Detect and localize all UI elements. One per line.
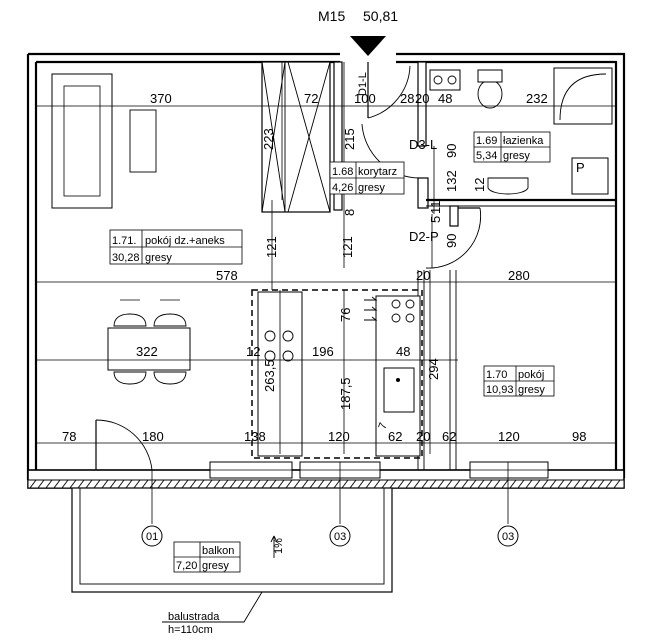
bath-area: 5,34 [476,150,497,162]
balcony-area: 7,20 [176,560,197,572]
balcony-floor: gresy [202,560,229,572]
dim-20c: 20 [416,429,430,444]
entrance-door [367,62,411,119]
dim-76: 76 [338,308,353,322]
dim-12a: 12 [472,178,487,192]
bath-name: łazienka [503,135,544,147]
dim-78: 78 [62,429,76,444]
balcony-name: balkon [202,545,234,557]
dim-121a: 121 [264,236,279,258]
room-floor: gresy [518,384,545,396]
axis-markers: 01 03 03 [141,462,519,547]
dim-120b: 120 [498,429,520,444]
hall-name: korytarz [358,166,397,178]
dim-62b: 62 [442,429,456,444]
wardrobe [261,61,331,213]
living-floor: gresy [145,252,172,264]
railing-line2: h=110cm [168,624,213,636]
dim-48a: 48 [438,91,452,106]
dim-5: 5 [428,216,443,223]
dim-322: 322 [136,344,158,359]
sofa [51,73,157,209]
hall-floor: gresy [358,182,385,194]
dim-8: 8 [342,209,357,216]
hall-number: 1.68 [332,166,353,178]
meter-label: P [576,160,585,175]
dim-20a: 20 [415,91,429,106]
dim-223: 223 [261,128,276,150]
dim-196: 196 [312,344,334,359]
dim-20b: 20 [416,268,430,283]
room-name: pokój [518,369,544,381]
dim-120a: 120 [328,429,350,444]
bath-number: 1.69 [476,135,497,147]
dim-90b: 90 [444,234,459,248]
door-d2-label: D2-P [409,229,439,244]
dim-280: 280 [508,268,530,283]
dim-7: 7 [377,421,390,431]
door-d1-label: D1-L [357,72,369,96]
dim-138: 138 [244,429,266,444]
bathroom-fixtures: P [429,67,613,195]
axis-01: 01 [146,531,158,543]
living-number: 1.71. [112,235,136,247]
dim-28: 28 [400,91,414,106]
balcony-door [95,419,153,471]
dim-132: 132 [444,170,459,192]
railing-note: balustrada h=110cm [162,591,263,636]
dim-48b: 48 [396,344,410,359]
living-area: 30,28 [112,252,140,264]
room-bath: 1.69 łazienka 5,34 gresy [473,131,551,163]
dim-187: 187,5 [338,377,353,410]
dim-100: 100 [354,91,376,106]
dim-11: 11 [428,201,443,215]
door-d2 [425,207,482,269]
room-area: 10,93 [486,384,514,396]
dim-12b: 12 [246,344,260,359]
dim-98: 98 [572,429,586,444]
room-bedroom: 1.70 pokój 10,93 gresy [483,365,555,397]
room-hall: 1.68 korytarz 4,26 gresy [329,161,405,195]
dim-62a: 62 [388,429,402,444]
entrance-marker-icon [350,36,386,56]
hall-area: 4,26 [332,182,353,194]
dim-180: 180 [142,429,164,444]
unit-number: M15 [318,8,345,24]
dim-370: 370 [150,91,172,106]
axis-03b: 03 [502,531,514,543]
dim-294: 294 [426,358,441,380]
room-number: 1.70 [486,369,507,381]
axis-03a: 03 [334,531,346,543]
dining-table [107,299,191,385]
room-living: 1.71. pokój dz.+aneks 30,28 gresy [109,229,243,265]
dim-263: 263,5 [262,359,277,392]
slope-label: 1% [273,538,285,554]
interior-walls [333,61,616,470]
dim-578: 578 [216,268,238,283]
bath-floor: gresy [503,150,530,162]
south-windows [209,461,549,479]
dim-121b: 121 [340,236,355,258]
dimension-texts: 370 72 100 28 20 48 232 223 215 90 132 1… [62,91,586,522]
railing-line1: balustrada [168,611,220,623]
door-d3-label: D3-L [409,137,437,152]
dim-215: 215 [342,128,357,150]
dim-90a: 90 [444,144,459,158]
dim-232: 232 [526,91,548,106]
dim-72: 72 [304,91,318,106]
living-name: pokój dz.+aneks [145,235,225,247]
wall-hatch [27,479,625,489]
unit-area: 50,81 [363,8,398,24]
